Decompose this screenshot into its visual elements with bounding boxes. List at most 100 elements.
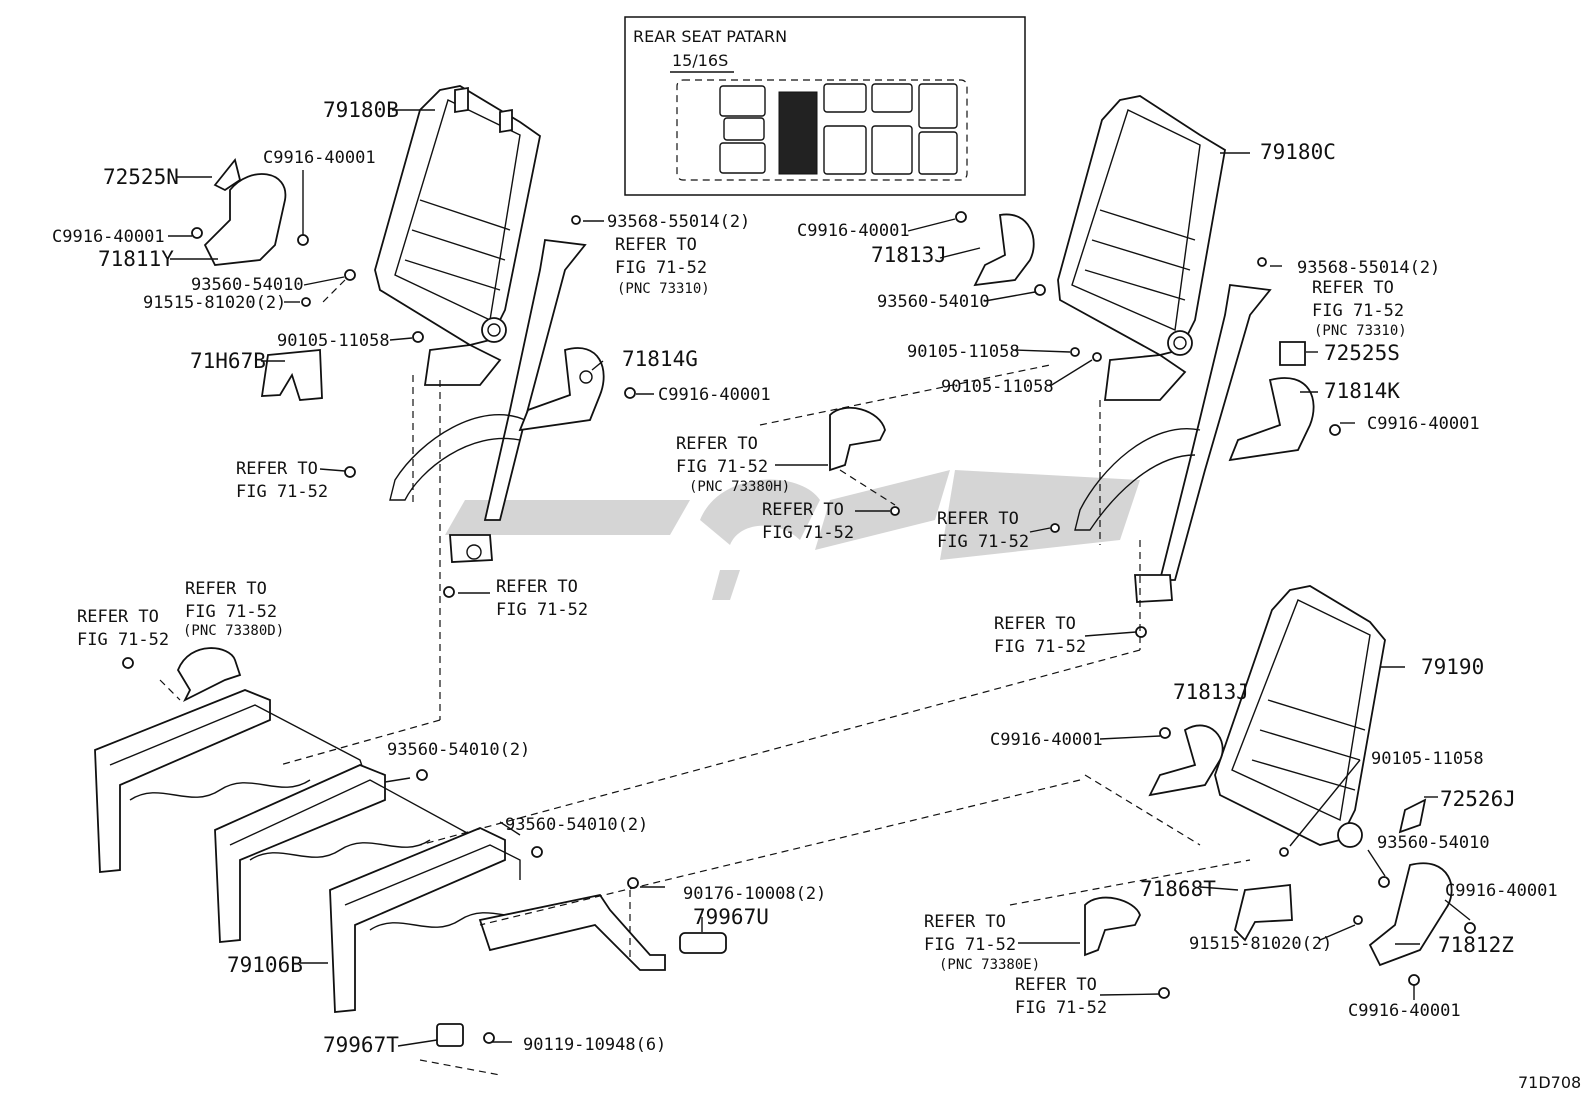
label-refer11-a: REFER TO <box>924 912 1006 932</box>
part-71868T <box>1234 884 1293 942</box>
label-90105-11058-b: 90105-11058 <box>907 342 1020 362</box>
label-71813J-b: 71813J <box>1173 680 1249 704</box>
label-71812Z: 71812Z <box>1438 933 1514 957</box>
label-c9916-h: C9916-40001 <box>1348 1001 1461 1021</box>
belt-73380E <box>1084 896 1141 957</box>
label-refer3-a: REFER TO <box>496 577 578 597</box>
seat-cushion-frame-79106B <box>94 647 727 1047</box>
part-72526J <box>1398 798 1427 834</box>
label-90105-11058-a: 90105-11058 <box>277 331 390 351</box>
pattern-subtitle: 15/16S <box>672 51 728 70</box>
belt-73380H <box>829 406 886 472</box>
part-71812Z <box>1368 862 1453 967</box>
label-refer9-b: FIG 71-52 <box>937 532 1029 552</box>
label-refer4-a: REFER TO <box>185 579 267 599</box>
label-c9916-g: C9916-40001 <box>1445 881 1558 901</box>
part-72525S <box>1279 341 1306 366</box>
label-refer1-a: REFER TO <box>615 235 697 255</box>
label-79967U: 79967U <box>693 905 769 929</box>
label-refer1-b: FIG 71-52 <box>615 258 707 278</box>
label-93560-54010-b: 93560-54010(2) <box>387 740 530 760</box>
label-79106B: 79106B <box>227 953 303 977</box>
label-72525N: 72525N <box>103 165 179 189</box>
label-71811Y: 71811Y <box>98 247 174 271</box>
seatbelt-right <box>829 211 1341 638</box>
label-c9916-f: C9916-40001 <box>990 730 1103 750</box>
label-93568-55014-b: 93568-55014(2) <box>1297 258 1440 278</box>
label-refer7-b: FIG 71-52 <box>676 457 768 477</box>
label-refer8-a: REFER TO <box>762 500 844 520</box>
label-79190: 79190 <box>1421 655 1484 679</box>
label-refer5-a: REFER TO <box>77 607 159 627</box>
label-refer4-b: FIG 71-52 <box>185 602 277 622</box>
label-71814K: 71814K <box>1324 379 1400 403</box>
label-71813J-a: 71813J <box>871 243 947 267</box>
seatback-frame-79180B <box>374 85 541 386</box>
label-93560-54010-a: 93560-54010 <box>191 275 304 295</box>
label-refer6-a: REFER TO <box>1312 278 1394 298</box>
label-90119-10948: 90119-10948(6) <box>523 1035 666 1055</box>
label-79180C: 79180C <box>1260 140 1336 164</box>
seat-layout-icon <box>719 83 958 175</box>
part-71814K <box>1228 377 1315 462</box>
label-refer7-a: REFER TO <box>676 434 758 454</box>
label-refer2-a: REFER TO <box>236 459 318 479</box>
label-c9916-e: C9916-40001 <box>1367 414 1480 434</box>
part-79967U <box>679 932 727 954</box>
label-71868T: 71868T <box>1140 877 1216 901</box>
label-93560-54010-c: 93560-54010(2) <box>505 815 648 835</box>
label-72525S: 72525S <box>1324 341 1400 365</box>
label-79180B: 79180B <box>323 98 399 122</box>
seatback-frame-79180C <box>1057 95 1226 401</box>
seat-pattern-box: REAR SEAT PATARN 15/16S <box>624 16 1026 196</box>
label-refer10-b: FIG 71-52 <box>994 637 1086 657</box>
part-71813J-lower <box>1148 724 1224 797</box>
label-c9916-d: C9916-40001 <box>797 221 910 241</box>
diagram-code: 71D708 <box>1518 1073 1581 1092</box>
seatbelt-left <box>389 238 587 563</box>
label-72526J: 72526J <box>1440 787 1516 811</box>
label-refer11-c: (PNC 73380E) <box>939 957 1040 973</box>
leader-lines <box>168 109 1471 1047</box>
label-refer7-c: (PNC 73380H) <box>689 479 790 495</box>
seatback-frame-79190 <box>1084 585 1476 999</box>
label-refer10-a: REFER TO <box>994 614 1076 634</box>
label-90105-11058-c: 90105-11058 <box>941 377 1054 397</box>
label-93560-54010-e: 93560-54010 <box>1377 833 1490 853</box>
part-79967T <box>436 1023 464 1047</box>
part-71813J-upper <box>973 213 1035 287</box>
label-refer3-b: FIG 71-52 <box>496 600 588 620</box>
label-refer9-a: REFER TO <box>937 509 1019 529</box>
part-labels: 79180B 72525N C9916-40001 C9916-40001 71… <box>52 98 1581 1092</box>
label-79967T: 79967T <box>323 1033 399 1057</box>
label-c9916-a: C9916-40001 <box>263 148 376 168</box>
label-refer11-b: FIG 71-52 <box>924 935 1016 955</box>
dashed-connectors <box>159 279 1251 1076</box>
label-90176-10008: 90176-10008(2) <box>683 884 826 904</box>
left-small-parts <box>191 158 636 598</box>
label-refer12-a: REFER TO <box>1015 975 1097 995</box>
label-refer6-c: (PNC 73310) <box>1314 323 1407 339</box>
label-93560-54010-d: 93560-54010 <box>877 292 990 312</box>
label-refer5-b: FIG 71-52 <box>77 630 169 650</box>
pattern-title: REAR SEAT PATARN <box>633 27 787 46</box>
label-71H67B: 71H67B <box>190 349 266 373</box>
label-71814G: 71814G <box>622 347 698 371</box>
label-90105-11058-d: 90105-11058 <box>1371 749 1484 769</box>
label-refer6-b: FIG 71-52 <box>1312 301 1404 321</box>
label-93568-55014-a: 93568-55014(2) <box>607 212 750 232</box>
belt-73380D <box>176 647 242 703</box>
label-c9916-b: C9916-40001 <box>52 227 165 247</box>
part-71811Y <box>203 173 287 266</box>
label-refer8-b: FIG 71-52 <box>762 523 854 543</box>
label-refer12-b: FIG 71-52 <box>1015 998 1107 1018</box>
label-91515-81020-b: 91515-81020(2) <box>1189 934 1332 954</box>
label-refer2-b: FIG 71-52 <box>236 482 328 502</box>
part-71H67B <box>260 349 323 401</box>
part-71814G <box>518 347 605 432</box>
label-c9916-c: C9916-40001 <box>658 385 771 405</box>
label-91515-81020-a: 91515-81020(2) <box>143 293 286 313</box>
label-refer4-c: (PNC 73380D) <box>183 623 284 639</box>
label-refer1-c: (PNC 73310) <box>617 281 710 297</box>
